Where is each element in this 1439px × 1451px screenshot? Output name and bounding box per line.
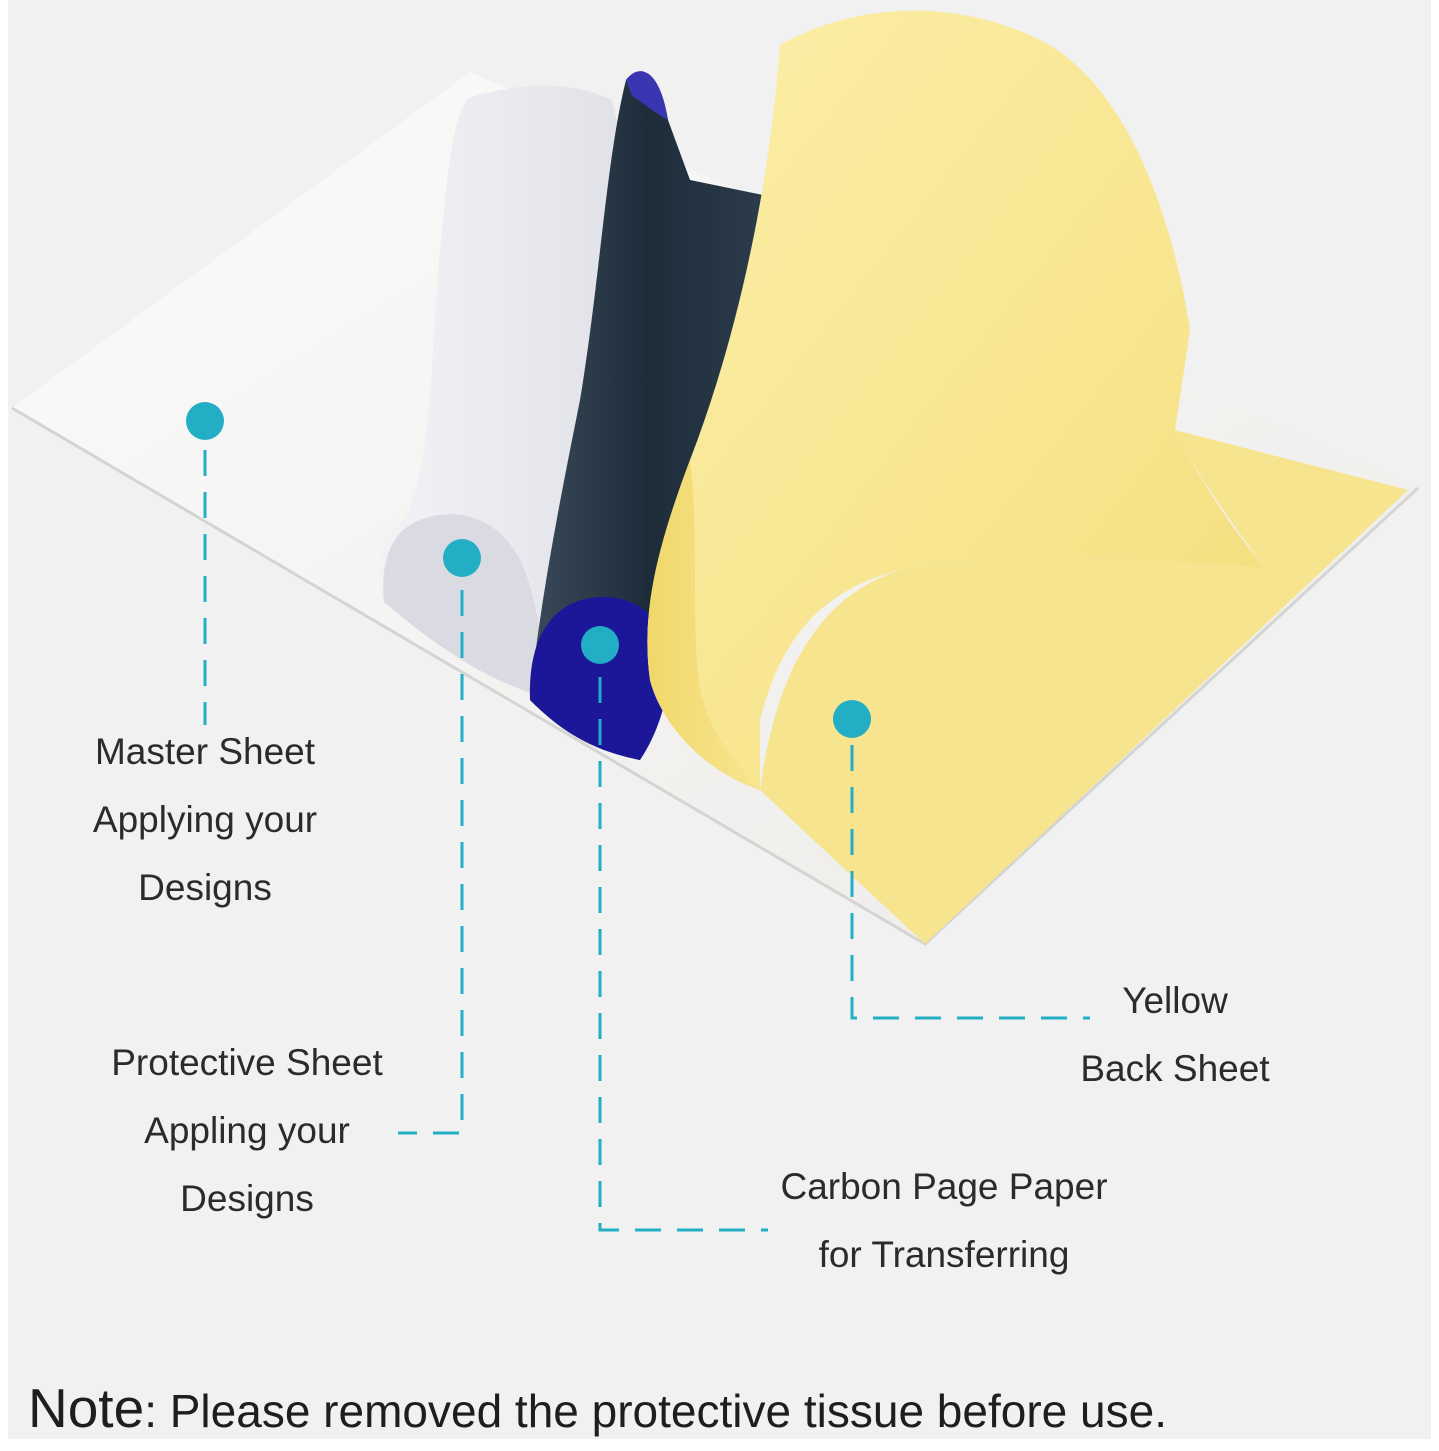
master-label-line-1: Master Sheet	[94, 731, 316, 772]
protective-label-line-3: Designs	[180, 1178, 314, 1219]
carbon-marker-dot	[581, 626, 619, 664]
protective-leader	[398, 590, 464, 1135]
marker-dots	[186, 402, 871, 738]
protective-marker-dot	[443, 539, 481, 577]
yellow-leader	[850, 745, 1090, 1020]
protective-sheet-label: Protective Sheet Appling your Designs	[86, 1029, 408, 1233]
carbon-sheet-label: Carbon Page Paper for Transferring	[760, 1153, 1128, 1289]
yellow-sheet	[647, 10, 1265, 790]
protective-label-line-1: Protective Sheet	[111, 1042, 383, 1083]
protective-curl	[383, 514, 560, 700]
usage-note: Note: Please removed the protective tiss…	[28, 1368, 1167, 1451]
note-prefix: Note	[28, 1377, 145, 1439]
carbon-label-line-2: for Transferring	[818, 1234, 1070, 1275]
master-sheet-label: Master Sheet Applying your Designs	[60, 718, 350, 922]
yellow-sheet-label: Yellow Back Sheet	[1060, 967, 1290, 1103]
yellow-curl-shade	[647, 460, 760, 790]
yellow-marker-dot	[833, 700, 871, 738]
master-label-line-3: Designs	[138, 867, 272, 908]
note-text: : Please removed the protective tissue b…	[144, 1385, 1167, 1437]
master-marker-dot	[186, 402, 224, 440]
yellow-label-line-1: Yellow	[1122, 980, 1228, 1021]
protective-label-line-2: Appling your	[144, 1110, 350, 1151]
carbon-sheet	[530, 71, 768, 761]
master-label-line-2: Applying your	[92, 799, 318, 840]
yellow-sheet-flat	[760, 430, 1408, 944]
carbon-label-line-1: Carbon Page Paper	[780, 1166, 1108, 1207]
carbon-sheet-blue-edge	[626, 71, 668, 120]
leader-lines	[203, 450, 1090, 1232]
yellow-label-line-2: Back Sheet	[1080, 1048, 1270, 1089]
carbon-leader	[598, 677, 768, 1232]
